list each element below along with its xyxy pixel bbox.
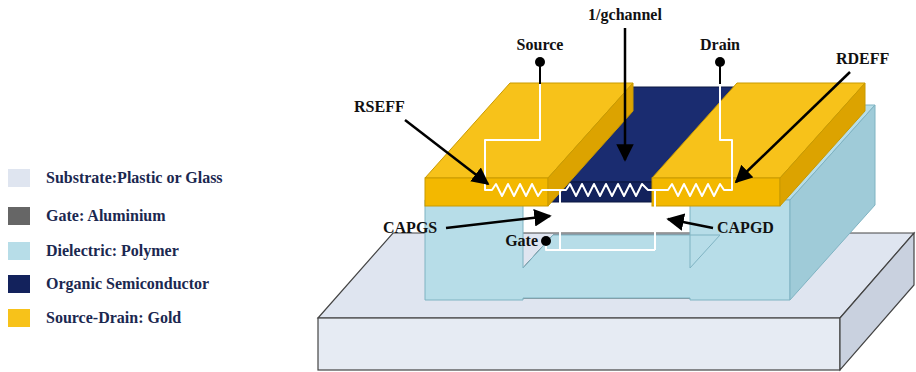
legend-swatch xyxy=(8,242,30,260)
capacitor-name: CAPGD xyxy=(717,219,774,237)
legend-swatch xyxy=(8,207,30,225)
legend-text: Gate: Aluminium xyxy=(46,207,166,225)
resistor-name: RDEFF xyxy=(836,50,889,68)
terminal-pins xyxy=(535,57,725,246)
legend-swatch xyxy=(8,275,30,293)
legend-text: Dielectric: Polymer xyxy=(46,242,179,260)
source-electrode xyxy=(425,83,633,206)
legend-swatch xyxy=(8,309,30,327)
legend-text: Organic Semiconductor xyxy=(46,275,209,293)
legend-entry: Substrate:Plastic or Glass xyxy=(8,168,308,190)
legend-entry: Organic Semiconductor xyxy=(8,274,308,296)
legend-entry: Dielectric: Polymer xyxy=(8,241,308,263)
capacitor-name: CAPGS xyxy=(383,219,437,237)
legend-entry: Source-Drain: Gold xyxy=(8,308,308,330)
equivalent-circuit xyxy=(485,66,732,250)
terminal-name: Gate xyxy=(505,232,538,250)
terminal-name: Drain xyxy=(700,36,740,54)
terminal-name: Source xyxy=(517,36,564,54)
drain-electrode xyxy=(652,83,865,206)
resistor-name: RSEFF xyxy=(354,98,405,116)
legend-swatch xyxy=(8,169,30,187)
channel-resistance-label: 1/gchannel xyxy=(588,6,662,24)
legend-text: Source-Drain: Gold xyxy=(46,309,181,327)
leader-arrows xyxy=(405,28,850,228)
legend-entry: Gate: Aluminium xyxy=(8,206,308,228)
legend-text: Substrate:Plastic or Glass xyxy=(46,169,223,187)
